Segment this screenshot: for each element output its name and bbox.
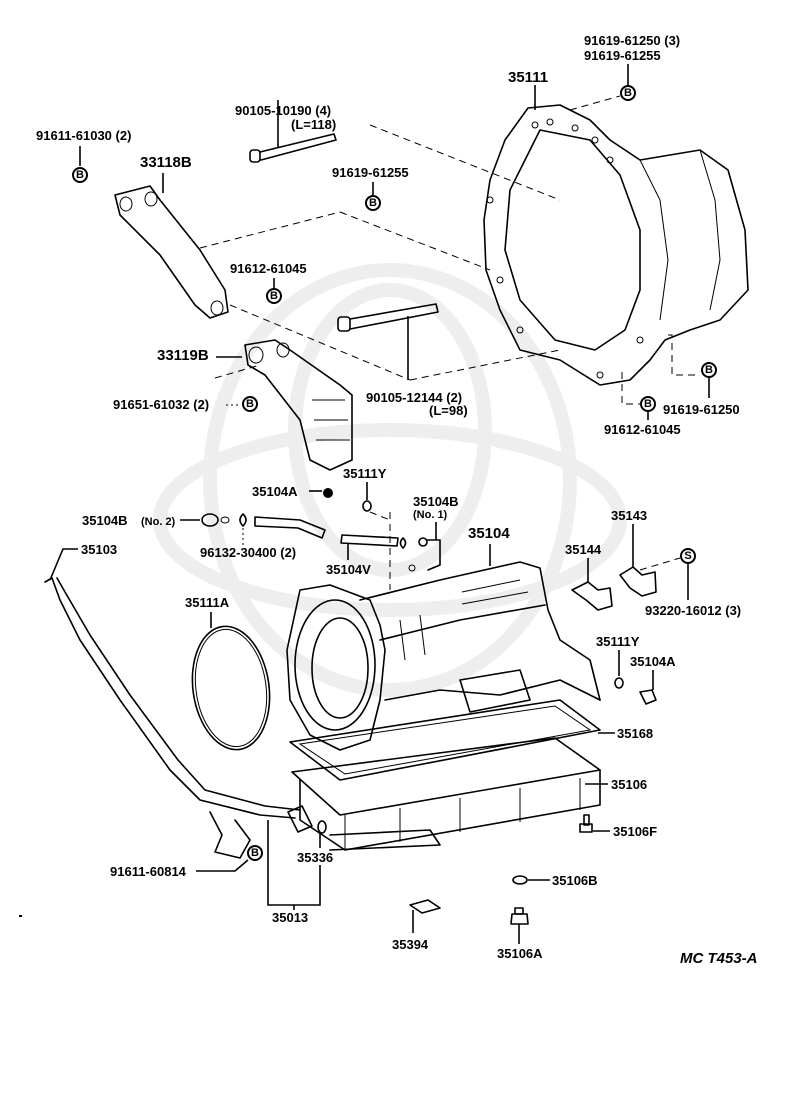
gasket-35106b[interactable] [512,875,528,885]
label-35144: 35144 [565,542,602,557]
bolt-90105-12144[interactable] [337,303,439,332]
bolt-marker-icon: B [365,195,381,211]
oil-pan-35106[interactable] [291,737,601,851]
bolt-marker-icon: B [247,845,263,861]
label-35168: 35168 [617,726,653,741]
label-35104: 35104 [468,525,510,542]
svg-text:B: B [705,364,713,376]
hose-clamp[interactable] [399,537,407,549]
label-91611-61030: 91611-61030 (2) [36,128,131,143]
label-35143: 35143 [611,508,647,523]
bolt-marker-icon: B [72,167,88,183]
label-91619-61250-3: 91619-61250 (3) [584,33,680,48]
label-91619-61255-top: 91619-61255 [584,48,661,63]
label-35106a: 35106A [497,946,543,961]
label-35104a-right: 35104A [630,654,676,669]
label-93220-16012: 93220-16012 (3) [645,603,741,618]
transmission-case-35104[interactable] [286,561,601,751]
label-35336: 35336 [297,850,333,865]
converter-housing[interactable] [483,104,749,386]
o-ring-35111y[interactable] [362,500,372,512]
label-35104b-no2-note: (No. 2) [141,516,176,528]
drain-plug-35106a[interactable] [510,907,529,925]
label-35013: 35013 [272,910,308,925]
label-35111: 35111 [508,69,548,86]
bolt-marker-icon: B [620,85,636,101]
illustration-code: MC T453-A [680,950,758,967]
union-35104b-no2[interactable] [201,513,230,527]
hose-clamp[interactable] [239,513,247,527]
label-90105-12144: 90105-12144 (2) [366,390,462,405]
svg-text:B: B [76,169,84,181]
o-ring-35111y-right[interactable] [614,677,624,689]
plug-35104a-right[interactable] [639,689,657,705]
label-35104a-top: 35104A [252,484,298,499]
bracket-35144[interactable] [571,581,613,611]
label-35106: 35106 [611,777,647,792]
label-35394: 35394 [392,937,429,952]
label-35104b-no2: 35104B [82,513,128,528]
bolt-marker-icon: B [640,396,656,412]
label-91612-61045-left: 91612-61045 [230,261,307,276]
plug-35104a[interactable] [323,488,333,498]
part-35394[interactable] [409,899,441,914]
label-35104b-no1-note: (No. 1) [413,509,448,521]
label-35104b-no1: 35104B [413,494,459,509]
bracket-33119b[interactable] [244,339,353,471]
svg-text:B: B [644,398,652,410]
label-33118b: 33118B [140,154,192,171]
bolt-marker-icon: B [266,288,282,304]
gasket-35168[interactable] [289,699,601,781]
label-35106b: 35106B [552,873,598,888]
o-ring-35336[interactable] [317,820,327,834]
svg-text:B: B [246,398,254,410]
bolt-35106f[interactable] [579,814,593,833]
label-35106f: 35106F [613,824,657,839]
label-90105-12144-length: (L=98) [429,403,468,418]
label-35104v: 35104V [326,562,371,577]
bracket-33118b[interactable] [114,185,229,319]
bracket-35143[interactable] [619,566,657,597]
label-35111y-right: 35111Y [596,634,640,649]
label-91611-60814: 91611-60814 [110,864,187,879]
svg-text:B: B [251,847,259,859]
label-91612-61045-right: 91612-61045 [604,422,681,437]
label-35111y-top: 35111Y [343,466,387,481]
label-33119b: 33119B [157,347,209,364]
o-ring-35111a[interactable] [185,621,278,754]
hose-segment[interactable] [254,516,326,539]
svg-text:B: B [624,87,632,99]
bolt-90105-10190[interactable] [249,133,337,163]
svg-text:B: B [369,197,377,209]
svg-text:B: B [270,290,278,302]
label-90105-10190-length: (L=118) [291,117,336,132]
stray-mark [19,915,22,917]
label-96132-30400: 96132-30400 (2) [200,545,296,560]
union-35104b-no1[interactable] [408,537,441,572]
tube-35104v[interactable] [340,534,399,547]
label-91651-61032: 91651-61032 (2) [113,397,209,412]
bolt-marker-icon: B [701,362,717,378]
label-35103: 35103 [81,542,117,557]
label-91619-61255-mid: 91619-61255 [332,165,409,180]
bolt-marker-icon: B [242,396,258,412]
dipstick-tube-35103[interactable] [44,577,313,859]
watermark-logo [153,263,627,697]
svg-text:S: S [684,550,691,562]
stud-marker-icon: S [680,548,696,564]
label-35111a: 35111A [185,595,230,610]
label-90105-10190: 90105-10190 (4) [235,103,331,118]
label-91619-61250-right: 91619-61250 [663,402,740,417]
